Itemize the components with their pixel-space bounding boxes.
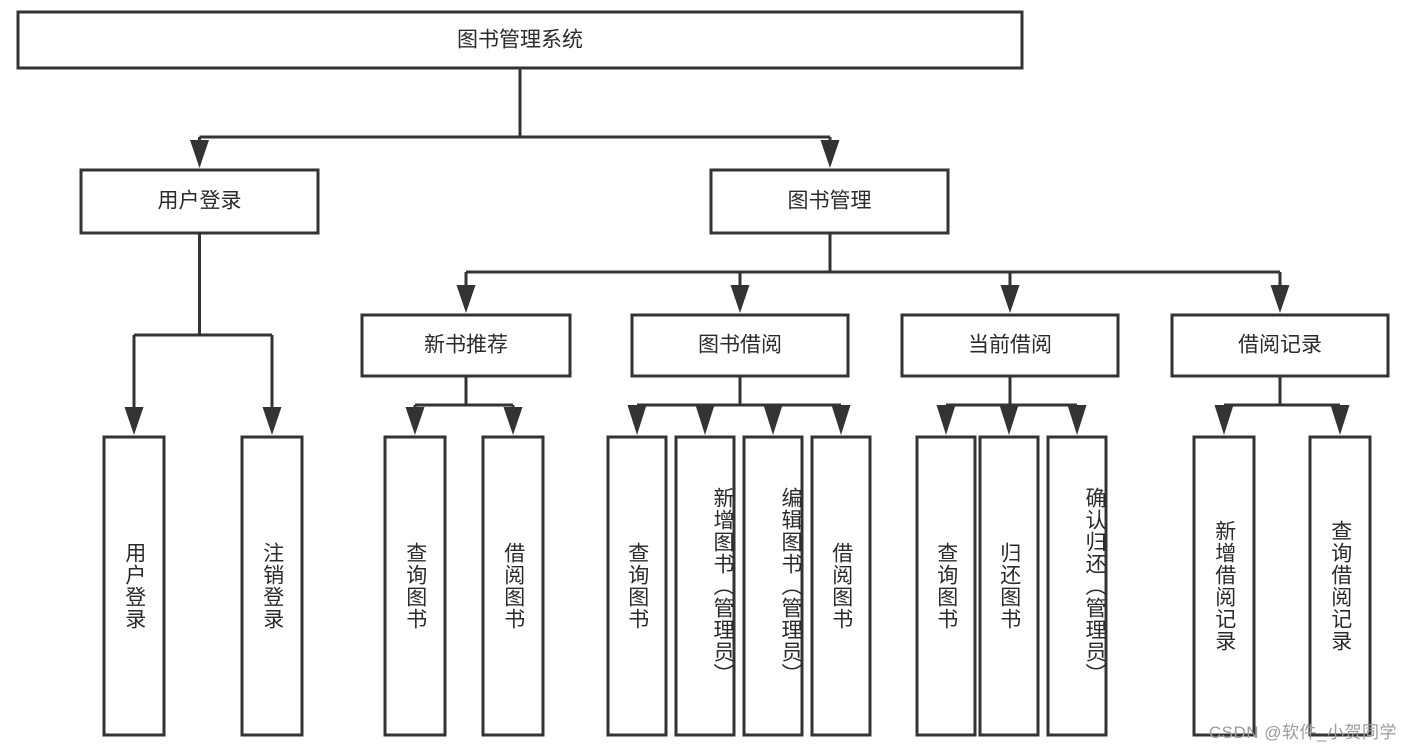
node-user-login[interactable]: 用户登录 xyxy=(79,168,320,235)
arrow-to-user-login xyxy=(190,140,209,168)
book-manage-box[interactable] xyxy=(709,168,950,235)
leaf-query-book-1-box[interactable] xyxy=(383,435,447,737)
leaf-return-book-box[interactable] xyxy=(978,435,1040,737)
arrow-to-book-borrow xyxy=(730,285,750,313)
arrow-to-leaf-borrow-book-2 xyxy=(831,405,851,435)
arrow-to-leaf-user-login xyxy=(124,407,144,435)
arrow-to-new-book-rec xyxy=(456,285,476,313)
leaf-query-record-box[interactable] xyxy=(1308,435,1372,737)
current-borrow-box[interactable] xyxy=(900,313,1120,378)
arrow-to-leaf-return-book xyxy=(999,405,1019,435)
user-login-box[interactable] xyxy=(79,168,320,235)
arrow-to-leaf-logout-login xyxy=(262,407,282,435)
leaf-add-book-box[interactable] xyxy=(674,435,736,737)
borrow-record-box[interactable] xyxy=(1170,313,1390,378)
leaf-borrow-book-1-box[interactable] xyxy=(481,435,545,737)
leaf-confirm-return-box[interactable] xyxy=(1046,435,1108,737)
node-current-borrow[interactable]: 当前借阅 xyxy=(900,313,1120,378)
node-book-manage[interactable]: 图书管理 xyxy=(709,168,950,235)
arrow-to-borrow-record xyxy=(1270,285,1290,313)
leaf-add-record-box[interactable] xyxy=(1192,435,1256,737)
leaf-borrow-book-2-box[interactable] xyxy=(810,435,872,737)
node-new-book-rec[interactable]: 新书推荐 xyxy=(360,313,572,378)
leaf-query-book-3-box[interactable] xyxy=(915,435,977,737)
arrow-to-leaf-add-record xyxy=(1214,405,1234,435)
arrow-to-leaf-query-book-2 xyxy=(627,405,647,435)
leaves-layer xyxy=(102,435,1372,737)
leaf-edit-book-box[interactable] xyxy=(742,435,804,737)
new-book-rec-box[interactable] xyxy=(360,313,572,378)
arrow-to-leaf-edit-book xyxy=(763,405,783,435)
node-borrow-record[interactable]: 借阅记录 xyxy=(1170,313,1390,378)
arrow-to-leaf-query-book-3 xyxy=(936,405,956,435)
arrow-to-leaf-borrow-book-1 xyxy=(503,407,523,435)
user-login-label: 用户登录 xyxy=(158,190,242,213)
leaf-query-book-2-box[interactable] xyxy=(606,435,668,737)
leaf-logout-login-box[interactable] xyxy=(240,435,304,737)
arrow-to-leaf-add-book xyxy=(695,405,715,435)
root-box[interactable] xyxy=(16,10,1024,70)
book-manage-label: 图书管理 xyxy=(788,190,872,213)
leaf-user-login-box[interactable] xyxy=(102,435,166,737)
root-label: 图书管理系统 xyxy=(457,29,583,52)
arrow-to-leaf-confirm-return xyxy=(1067,405,1087,435)
node-root[interactable]: 图书管理系统 xyxy=(16,10,1024,70)
arrow-to-current-borrow xyxy=(1000,285,1020,313)
arrow-to-book-manage xyxy=(820,140,840,168)
node-book-borrow[interactable]: 图书借阅 xyxy=(630,313,850,378)
arrow-to-leaf-query-book-1 xyxy=(405,407,425,435)
borrow-record-label: 借阅记录 xyxy=(1238,334,1322,357)
new-book-rec-label: 新书推荐 xyxy=(424,334,508,357)
edges-layer xyxy=(124,68,1350,435)
book-borrow-label: 图书借阅 xyxy=(698,334,782,357)
csdn-watermark: CSDN @软件_小贺同学 xyxy=(1208,723,1397,742)
book-borrow-box[interactable] xyxy=(630,313,850,378)
arrow-to-leaf-query-record xyxy=(1330,405,1350,435)
current-borrow-label: 当前借阅 xyxy=(968,334,1052,357)
